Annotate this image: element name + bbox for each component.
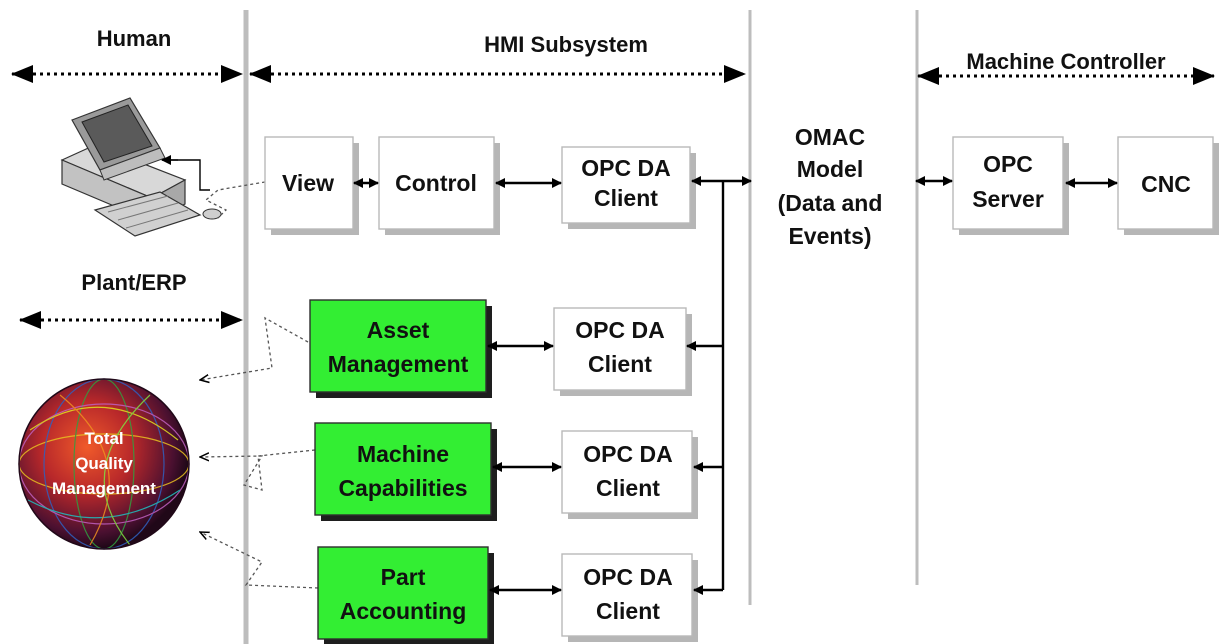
opc-da-client-3-line2: Client bbox=[596, 475, 660, 501]
accounting-to-globe-link bbox=[200, 532, 319, 589]
view-label: View bbox=[282, 170, 334, 196]
opc-da-client-1-line2: Client bbox=[594, 185, 658, 211]
view-box bbox=[264, 136, 359, 235]
opc-da-client-2-line1: OPC DA bbox=[575, 317, 664, 343]
globe-label-line1: Total bbox=[84, 429, 123, 448]
omac-model-line4: Events) bbox=[788, 223, 871, 249]
globe-label-line3: Management bbox=[52, 479, 156, 498]
header-plant-erp: Plant/ERP bbox=[81, 270, 186, 295]
machine-capabilities-line2: Capabilities bbox=[338, 475, 467, 501]
cnc-label: CNC bbox=[1141, 171, 1191, 197]
header-machine-controller: Machine Controller bbox=[966, 49, 1166, 74]
omac-model-line3: (Data and bbox=[778, 190, 883, 216]
opc-da-client-1-line1: OPC DA bbox=[581, 155, 670, 181]
opc-server-box bbox=[952, 136, 1069, 235]
globe-icon bbox=[18, 378, 190, 550]
asset-management-line2: Management bbox=[328, 351, 469, 377]
machine-capabilities-box bbox=[314, 422, 497, 521]
opc-da-client-box-4 bbox=[561, 553, 698, 642]
capabilities-to-globe-link bbox=[200, 449, 316, 491]
part-accounting-line1: Part bbox=[381, 564, 426, 590]
header-human: Human bbox=[97, 26, 172, 51]
opc-da-client-4-line1: OPC DA bbox=[583, 564, 672, 590]
omac-model-line2: Model bbox=[797, 156, 863, 182]
omac-model-line1: OMAC bbox=[795, 124, 865, 150]
opc-da-client-4-line2: Client bbox=[596, 598, 660, 624]
opc-da-client-3-line1: OPC DA bbox=[583, 441, 672, 467]
globe-label-line2: Quality bbox=[75, 454, 133, 473]
opc-da-client-box-1 bbox=[561, 146, 696, 229]
view-to-computer-link bbox=[204, 181, 266, 219]
asset-to-globe-link bbox=[200, 316, 309, 380]
asset-management-box bbox=[309, 299, 492, 398]
opc-da-client-box-2 bbox=[553, 307, 692, 396]
computer-icon bbox=[60, 97, 222, 237]
machine-capabilities-line1: Machine bbox=[357, 441, 449, 467]
asset-management-line1: Asset bbox=[367, 317, 430, 343]
control-box bbox=[378, 136, 500, 235]
part-accounting-box bbox=[317, 546, 494, 644]
control-label: Control bbox=[395, 170, 477, 196]
cnc-box bbox=[1117, 136, 1219, 235]
header-hmi-subsystem: HMI Subsystem bbox=[484, 32, 648, 57]
opc-server-line2: Server bbox=[972, 186, 1044, 212]
part-accounting-line2: Accounting bbox=[340, 598, 467, 624]
opc-server-line1: OPC bbox=[983, 151, 1033, 177]
opc-da-client-2-line2: Client bbox=[588, 351, 652, 377]
opc-da-client-box-3 bbox=[561, 430, 698, 519]
